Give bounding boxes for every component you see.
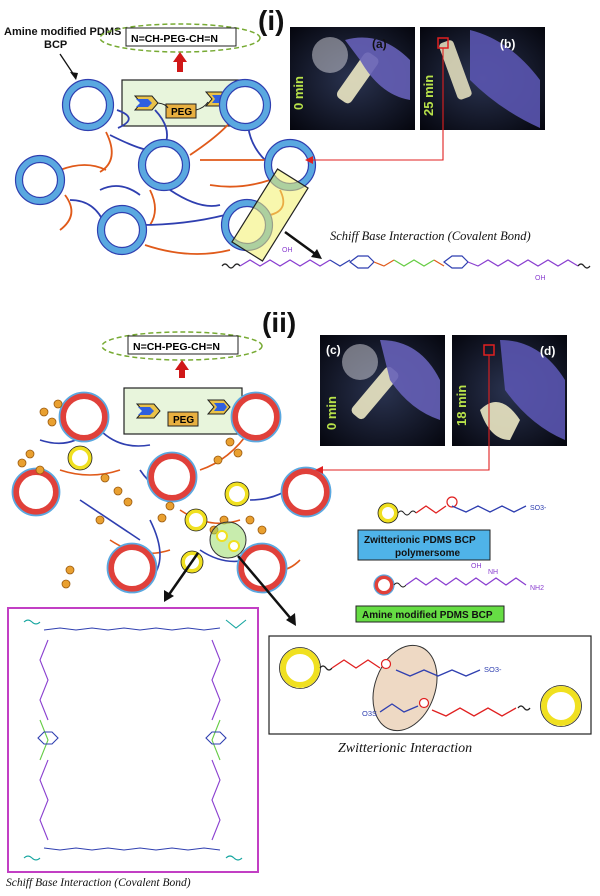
oh-label-i2: OH <box>535 275 546 282</box>
legend-zwitterionic-box <box>357 529 491 561</box>
schiff-caption-i: Schiff Base Interaction (Covalent Bond) <box>330 229 531 243</box>
highlight-box-i <box>231 168 309 262</box>
so3-label: SO3- <box>530 505 547 512</box>
legend-zwitterionic-line2: polymersome <box>395 548 460 559</box>
photo-b-label: (b) <box>500 37 515 51</box>
zwitter-vesicle-left <box>280 648 320 688</box>
o3s-label-box: O3S <box>362 709 377 718</box>
vesicles-ii <box>13 393 330 592</box>
peg-label: PEG <box>171 107 192 118</box>
photo-a: (a) 0 min <box>290 27 415 130</box>
zwitter-vesicle-right <box>541 686 581 726</box>
photo-c: (c) 0 min <box>320 335 445 446</box>
photo-a-time: 0 min <box>291 76 306 110</box>
section-i-label: (i) <box>258 5 284 36</box>
linker-formula-box <box>125 27 237 47</box>
chem-structure-i <box>221 255 591 269</box>
zwitter-detail-box <box>268 635 592 735</box>
zwitter-caption: Zwitterionic Interaction <box>338 741 472 756</box>
peg-label-box <box>165 103 197 119</box>
photo-c-time: 0 min <box>324 396 339 430</box>
arrow-to-schiff-box <box>166 552 200 597</box>
section-ii-label: (ii) <box>262 307 296 338</box>
photo-b-pointer <box>310 48 444 161</box>
photo-d-pointer <box>320 355 490 471</box>
network-label-line1: Amine modified PDMS <box>4 26 121 38</box>
legend-amine: OH NH NH2 <box>373 563 544 596</box>
schiff-detail-structure <box>23 619 247 861</box>
arrow-to-zwitter-box <box>237 555 293 621</box>
nh-label-legend: NH <box>488 569 498 576</box>
photo-d-label: (d) <box>540 344 555 358</box>
legend-zwitterionic: SO3- <box>377 496 547 524</box>
photo-b: (b) 25 min <box>420 27 545 130</box>
schiff-caption-box: Schiff Base Interaction (Covalent Bond) <box>6 877 191 889</box>
network-label-line2: BCP <box>44 39 67 51</box>
photo-c-label: (c) <box>326 343 341 357</box>
nh2-label: NH2 <box>530 585 544 592</box>
legend-amine-box <box>355 605 505 623</box>
linker-formula-ii: N=CH-PEG-CH=N <box>133 341 220 353</box>
photo-d: (d) 18 min <box>452 335 567 446</box>
up-arrow <box>173 52 187 72</box>
highlight-circle-ii <box>209 521 247 559</box>
linker-formula: N=CH-PEG-CH=N <box>131 33 218 45</box>
photo-b-time: 25 min <box>421 75 436 116</box>
legend-zwitterionic-line1: Zwitterionic PDMS BCP <box>364 535 476 546</box>
arrow-to-schiff-i <box>284 230 319 258</box>
legend-amine-label: Amine modified PDMS BCP <box>362 610 493 621</box>
oh-label-legend: OH <box>471 563 482 570</box>
so3-label-box: SO3- <box>484 665 502 674</box>
oh-label-i1: OH <box>282 247 293 254</box>
photo-d-time: 18 min <box>454 385 469 426</box>
photo-a-label: (a) <box>372 37 387 51</box>
peg-label-ii: PEG <box>173 415 194 426</box>
zwitter-chains <box>319 659 531 717</box>
